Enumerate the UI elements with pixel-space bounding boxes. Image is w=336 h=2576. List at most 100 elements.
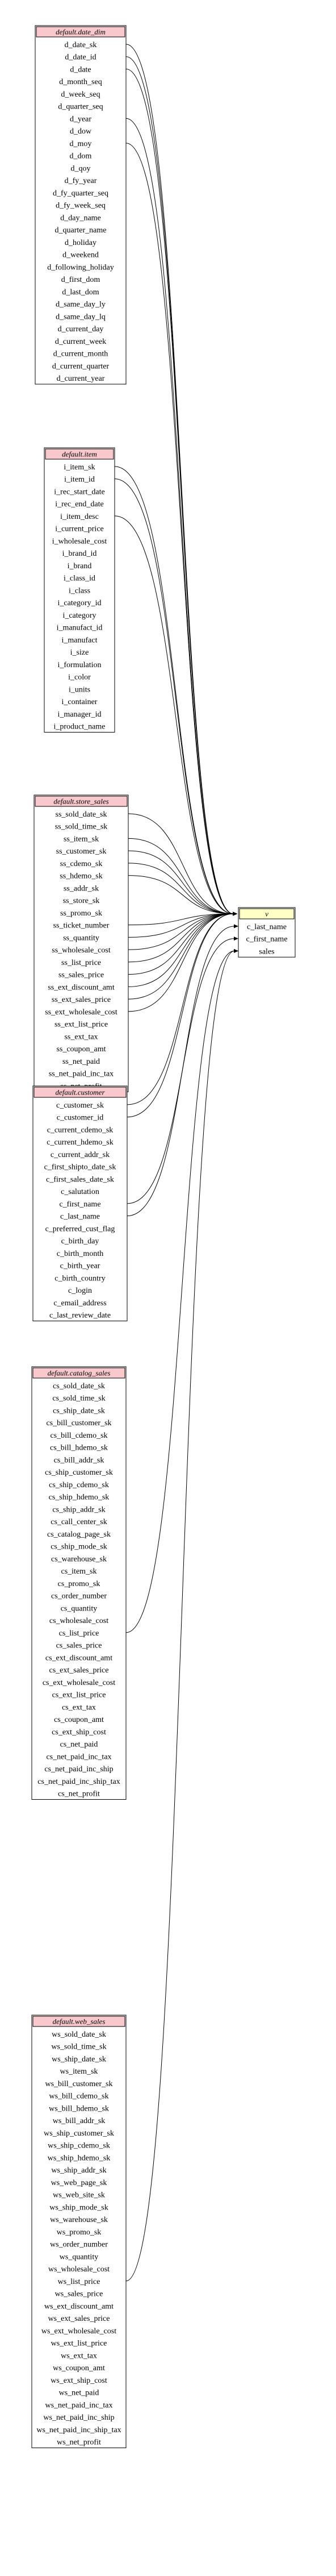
edge-arrowhead xyxy=(234,937,238,941)
table-catalog-sales-column: cs_wholesale_cost xyxy=(49,1617,108,1625)
table-date-dim-column: d_quarter_seq xyxy=(58,103,103,111)
table-item-frame xyxy=(44,447,115,733)
table-date-dim-column: d_following_holiday xyxy=(47,263,114,272)
table-catalog-sales-column: cs_ship_mode_sk xyxy=(51,1543,107,1551)
table-date-dim-column: d_day_name xyxy=(60,214,101,222)
lineage-edge xyxy=(127,913,234,1105)
lineage-edge xyxy=(128,813,234,914)
table-catalog-sales-column: cs_net_paid_inc_ship xyxy=(44,1765,113,1774)
table-date-dim-column: d_year xyxy=(70,115,91,123)
table-store-sales-column: ss_ext_discount_amt xyxy=(48,983,115,992)
table-item-column: i_size xyxy=(70,648,89,657)
table-store-sales-column: ss_quantity xyxy=(63,934,99,942)
table-web-sales-column: ws_ext_tax xyxy=(61,2352,97,2360)
table-date-dim-column: d_current_quarter xyxy=(52,362,110,371)
table-date-dim-column: d_qoy xyxy=(71,164,91,173)
table-date-dim-column: d_last_dom xyxy=(62,288,99,297)
table-web-sales-column: ws_ship_cdemo_sk xyxy=(48,2142,110,2150)
table-layer: default.date_dimd_date_skd_date_idd_date… xyxy=(31,25,296,2448)
table-web-sales-column: ws_bill_addr_sk xyxy=(53,2117,106,2125)
table-date-dim-column: d_fy_week_seq xyxy=(56,202,106,210)
table-item-column: i_rec_end_date xyxy=(55,500,104,509)
table-date-dim-column: d_current_week xyxy=(55,338,106,346)
table-catalog-sales-column: cs_ship_date_sk xyxy=(53,1406,105,1415)
table-result-v-header xyxy=(239,908,295,919)
table-store-sales-title: default.store_sales xyxy=(53,797,108,806)
table-customer-column: c_last_name xyxy=(60,1213,100,1221)
table-web-sales-column: ws_ext_wholesale_cost xyxy=(41,2327,116,2336)
table-web-sales-column: ws_ship_addr_sk xyxy=(51,2166,106,2175)
table-customer-column: c_salutation xyxy=(61,1188,99,1196)
table-store-sales-column: ss_ext_sales_price xyxy=(52,996,111,1004)
table-catalog-sales-column: cs_net_profit xyxy=(58,1790,100,1799)
table-store-sales-column: ss_ticket_number xyxy=(53,922,110,930)
table-result-v-column: c_last_name xyxy=(247,923,287,931)
table-item-column: i_units xyxy=(69,685,90,694)
table-web-sales-column: ws_order_number xyxy=(50,2241,108,2249)
table-customer-column: c_email_address xyxy=(53,1299,106,1308)
table-web-sales-column: ws_ext_ship_cost xyxy=(51,2377,107,2385)
table-date-dim-column: d_month_seq xyxy=(59,78,102,86)
table-web-sales-title: default.web_sales xyxy=(53,2017,106,2026)
table-date-dim-frame xyxy=(35,25,127,385)
table-store-sales-column: ss_sales_price xyxy=(58,971,104,980)
lineage-edge xyxy=(125,68,234,914)
table-store-sales-column: ss_wholesale_cost xyxy=(52,946,111,955)
table-catalog-sales-column: cs_warehouse_sk xyxy=(51,1555,107,1563)
lineage-edge xyxy=(114,515,234,914)
table-date-dim-column: d_current_day xyxy=(58,325,104,334)
table-date-dim-header xyxy=(36,26,125,38)
lineage-edge xyxy=(125,143,234,914)
table-item-header xyxy=(45,448,114,460)
table-catalog-sales-title: default.catalog_sales xyxy=(48,1369,111,1378)
table-item-column: i_rec_start_date xyxy=(54,488,104,496)
table-store-sales-column: ss_hdemo_sk xyxy=(60,872,102,881)
table-catalog-sales-column: cs_ext_discount_amt xyxy=(45,1654,112,1662)
table-item-column: i_manufact_id xyxy=(57,624,103,632)
table-date-dim-column: d_current_year xyxy=(57,374,105,383)
table-store-sales-column: ss_addr_sk xyxy=(64,884,99,893)
table-date-dim-column: d_weekend xyxy=(62,251,99,260)
table-date-dim-column: d_same_day_lq xyxy=(56,313,106,321)
table-web-sales-column: ws_ship_mode_sk xyxy=(49,2203,108,2212)
lineage-edge xyxy=(127,913,234,1118)
table-customer-column: c_customer_id xyxy=(57,1114,103,1122)
edge-arrowhead xyxy=(233,912,237,916)
table-store-sales-column: ss_item_sk xyxy=(64,835,99,843)
table-customer-header xyxy=(33,1087,127,1098)
table-store-sales: default.store_salesss_sold_date_skss_sol… xyxy=(33,794,129,1092)
table-result-v-title: v xyxy=(265,910,268,918)
table-catalog-sales-column: cs_ship_addr_sk xyxy=(52,1505,105,1514)
table-date-dim-column: d_moy xyxy=(70,140,92,148)
lineage-edge xyxy=(114,478,234,914)
table-catalog-sales-column: cs_net_paid_inc_ship_tax xyxy=(37,1778,120,1786)
table-store-sales-column: ss_net_paid xyxy=(62,1058,100,1066)
table-web-sales-column: ws_warehouse_sk xyxy=(50,2216,108,2224)
table-store-sales-column: ss_ext_list_price xyxy=(54,1021,108,1029)
table-web-sales-column: ws_ext_discount_amt xyxy=(44,2302,114,2311)
table-store-sales-column: ss_ext_wholesale_cost xyxy=(45,1008,117,1017)
table-result-v-column: sales xyxy=(259,947,274,956)
table-customer-column: c_birth_day xyxy=(61,1237,99,1246)
table-catalog-sales-column: cs_sold_date_sk xyxy=(53,1382,105,1391)
table-web-sales-column: ws_ship_customer_sk xyxy=(44,2129,114,2138)
table-customer-column: c_current_addr_sk xyxy=(51,1151,110,1159)
table-customer-column: c_current_cdemo_sk xyxy=(47,1126,114,1134)
table-catalog-sales-column: cs_bill_hdemo_sk xyxy=(50,1444,108,1453)
table-date-dim-column: d_date_sk xyxy=(65,41,97,49)
table-date-dim-column: d_quarter_name xyxy=(55,226,107,235)
table-item-column: i_item_sk xyxy=(64,463,95,472)
table-item-title: default.item xyxy=(62,450,97,459)
table-catalog-sales-column: cs_catalog_page_sk xyxy=(47,1530,111,1539)
table-customer-column: c_preferred_cust_flag xyxy=(45,1225,115,1233)
table-item-column: i_product_name xyxy=(54,723,106,731)
table-web-sales-column: ws_net_paid xyxy=(59,2389,99,2398)
table-date-dim-column: d_holiday xyxy=(65,239,96,247)
lineage-edge xyxy=(125,950,235,2282)
table-item-column: i_class xyxy=(69,586,90,595)
table-item-column: i_container xyxy=(62,698,98,706)
lineage-edge xyxy=(128,913,234,987)
table-catalog-sales-column: cs_ext_ship_cost xyxy=(52,1728,106,1737)
table-web-sales-column: ws_coupon_amt xyxy=(53,2364,105,2373)
